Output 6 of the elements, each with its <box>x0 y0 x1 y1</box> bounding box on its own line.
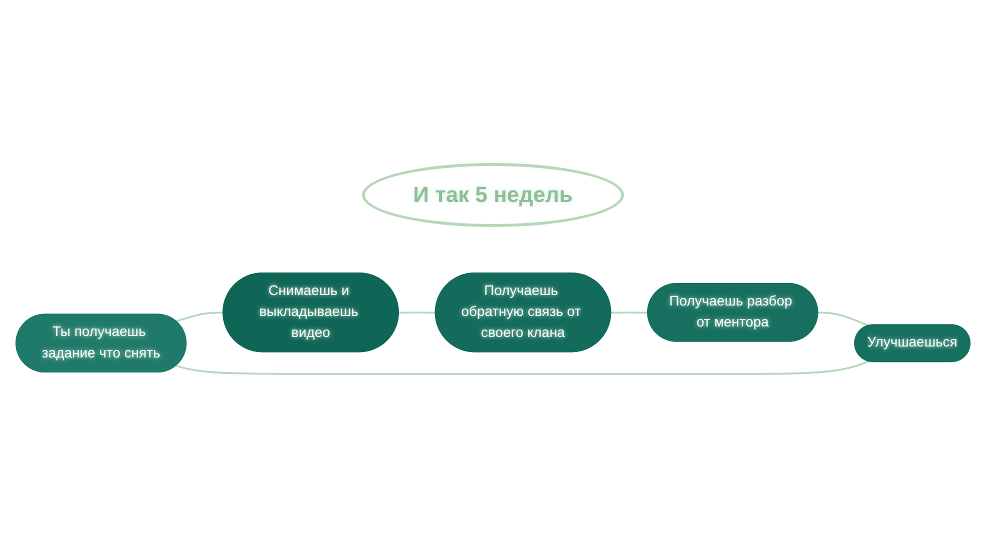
connector <box>398 312 436 314</box>
connector <box>176 360 869 375</box>
connector <box>176 312 224 322</box>
cycle-caption: И так 5 недель <box>362 163 624 228</box>
connector <box>611 312 648 314</box>
connector <box>818 312 869 327</box>
